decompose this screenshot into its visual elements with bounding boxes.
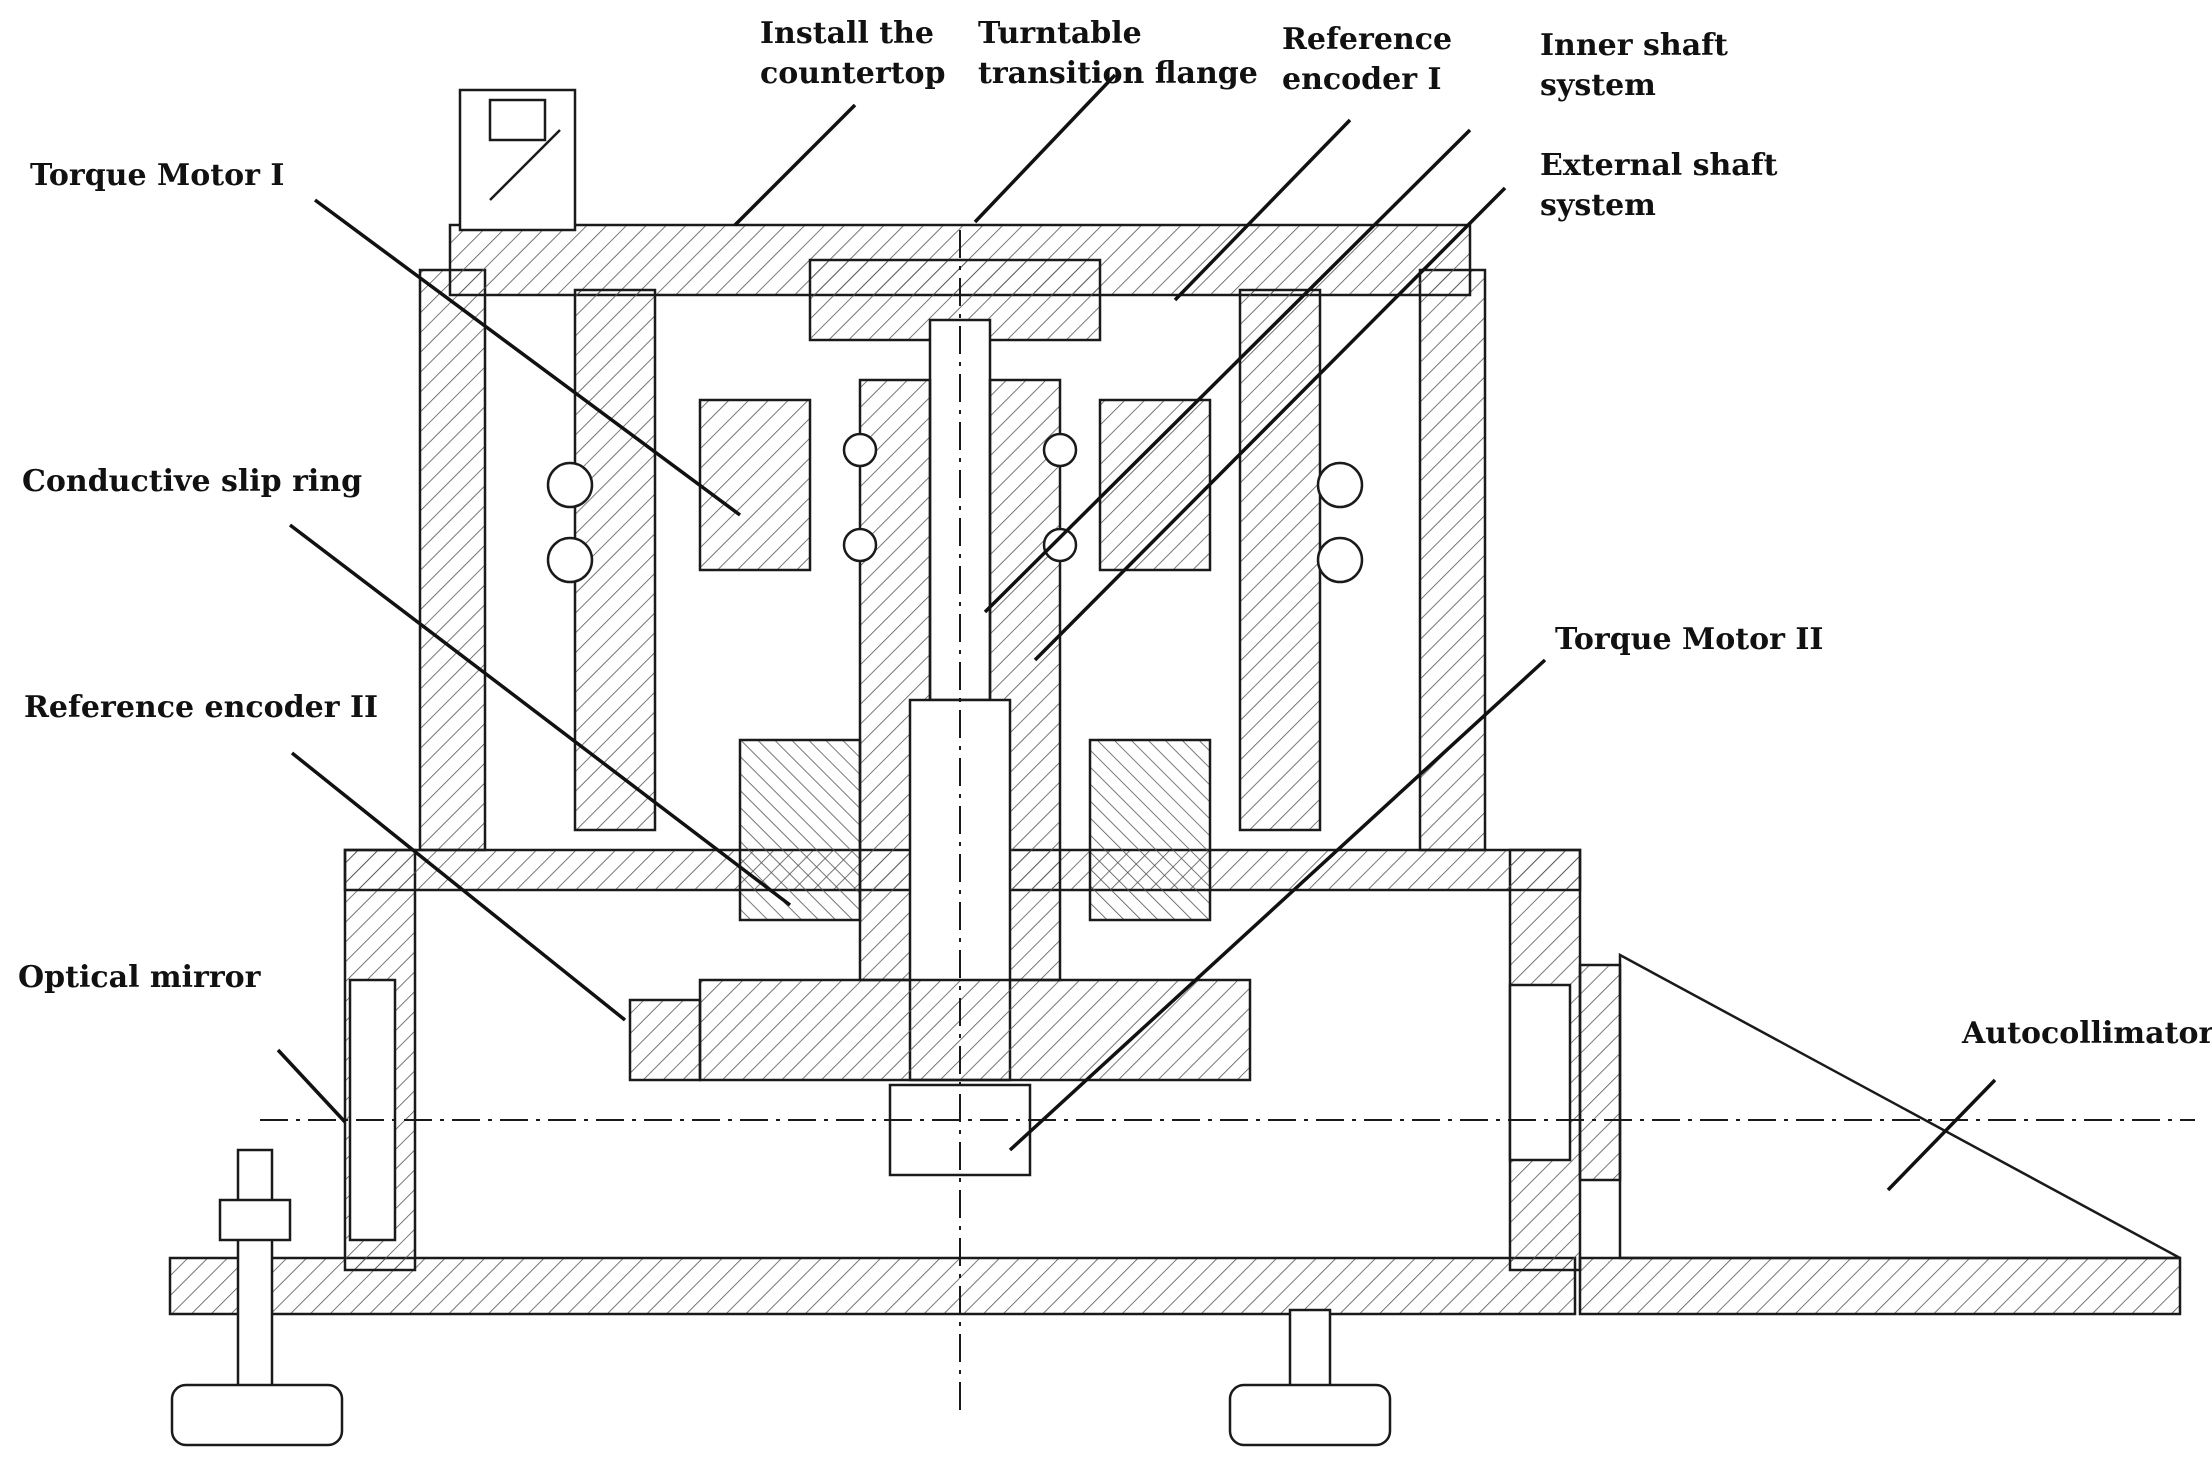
leader-reference-encoder-1	[1173, 118, 1352, 302]
reference-encoder-2-part	[628, 998, 702, 1082]
leveling-foot-stem	[236, 1148, 274, 1392]
bearing	[546, 536, 594, 584]
torque-motor-2-right	[1088, 738, 1212, 922]
leveling-foot-nut	[218, 1198, 292, 1242]
bearing	[842, 432, 878, 468]
leader-turntable-flange	[973, 73, 1117, 224]
leader-autocollimator	[1886, 1078, 1997, 1192]
label-reference-encoder-2: Reference encoder II	[24, 690, 379, 725]
label-torque-motor-2: Torque Motor II	[1555, 622, 1824, 657]
label-inner-shaft: Inner shaft system	[1540, 28, 1728, 103]
bearing	[1042, 432, 1078, 468]
label-turntable-flange: Turntable transition flange	[978, 16, 1258, 91]
label-install-countertop: Install the countertop	[760, 16, 946, 91]
bearing	[1316, 461, 1364, 509]
label-external-shaft: External shaft system	[1540, 148, 1778, 223]
label-autocollimator: Autocollimator	[1962, 1016, 2212, 1051]
leader-inner-shaft	[983, 128, 1472, 614]
torque-motor-2-left	[738, 738, 862, 922]
bearing	[546, 461, 594, 509]
leader-conductive-slip-ring	[288, 523, 792, 907]
housing-right-wall	[1418, 268, 1487, 852]
leveling-foot-pad	[1228, 1383, 1392, 1447]
inner-frame-right	[1238, 288, 1322, 832]
leveling-foot-pad	[170, 1383, 344, 1447]
leader-optical-mirror	[276, 1048, 347, 1124]
leader-torque-motor-2	[1008, 658, 1547, 1152]
label-torque-motor-1: Torque Motor I	[30, 158, 285, 193]
leader-install-countertop	[733, 103, 857, 227]
optical-mirror-part	[348, 978, 397, 1242]
housing-left-wall	[418, 268, 487, 852]
leader-torque-motor-1	[313, 198, 742, 517]
torque-motor-1-right	[1098, 398, 1212, 572]
bearing	[842, 527, 878, 563]
autocollimator-base	[1578, 1256, 2182, 1316]
bottom-hub	[698, 978, 1252, 1082]
label-optical-mirror: Optical mirror	[18, 960, 261, 995]
bearing	[1316, 536, 1364, 584]
autocollimator-body	[1618, 952, 2181, 1260]
label-conductive-slip-ring: Conductive slip ring	[22, 464, 363, 499]
leader-external-shaft	[1033, 186, 1507, 662]
bearing	[1042, 527, 1078, 563]
autocollimator-window	[1508, 983, 1572, 1162]
leader-reference-encoder-2	[290, 751, 627, 1022]
leveling-foot-stem	[1288, 1308, 1332, 1392]
label-reference-encoder-1: Reference encoder I	[1282, 22, 1453, 97]
torque-motor-1-left	[698, 398, 812, 572]
